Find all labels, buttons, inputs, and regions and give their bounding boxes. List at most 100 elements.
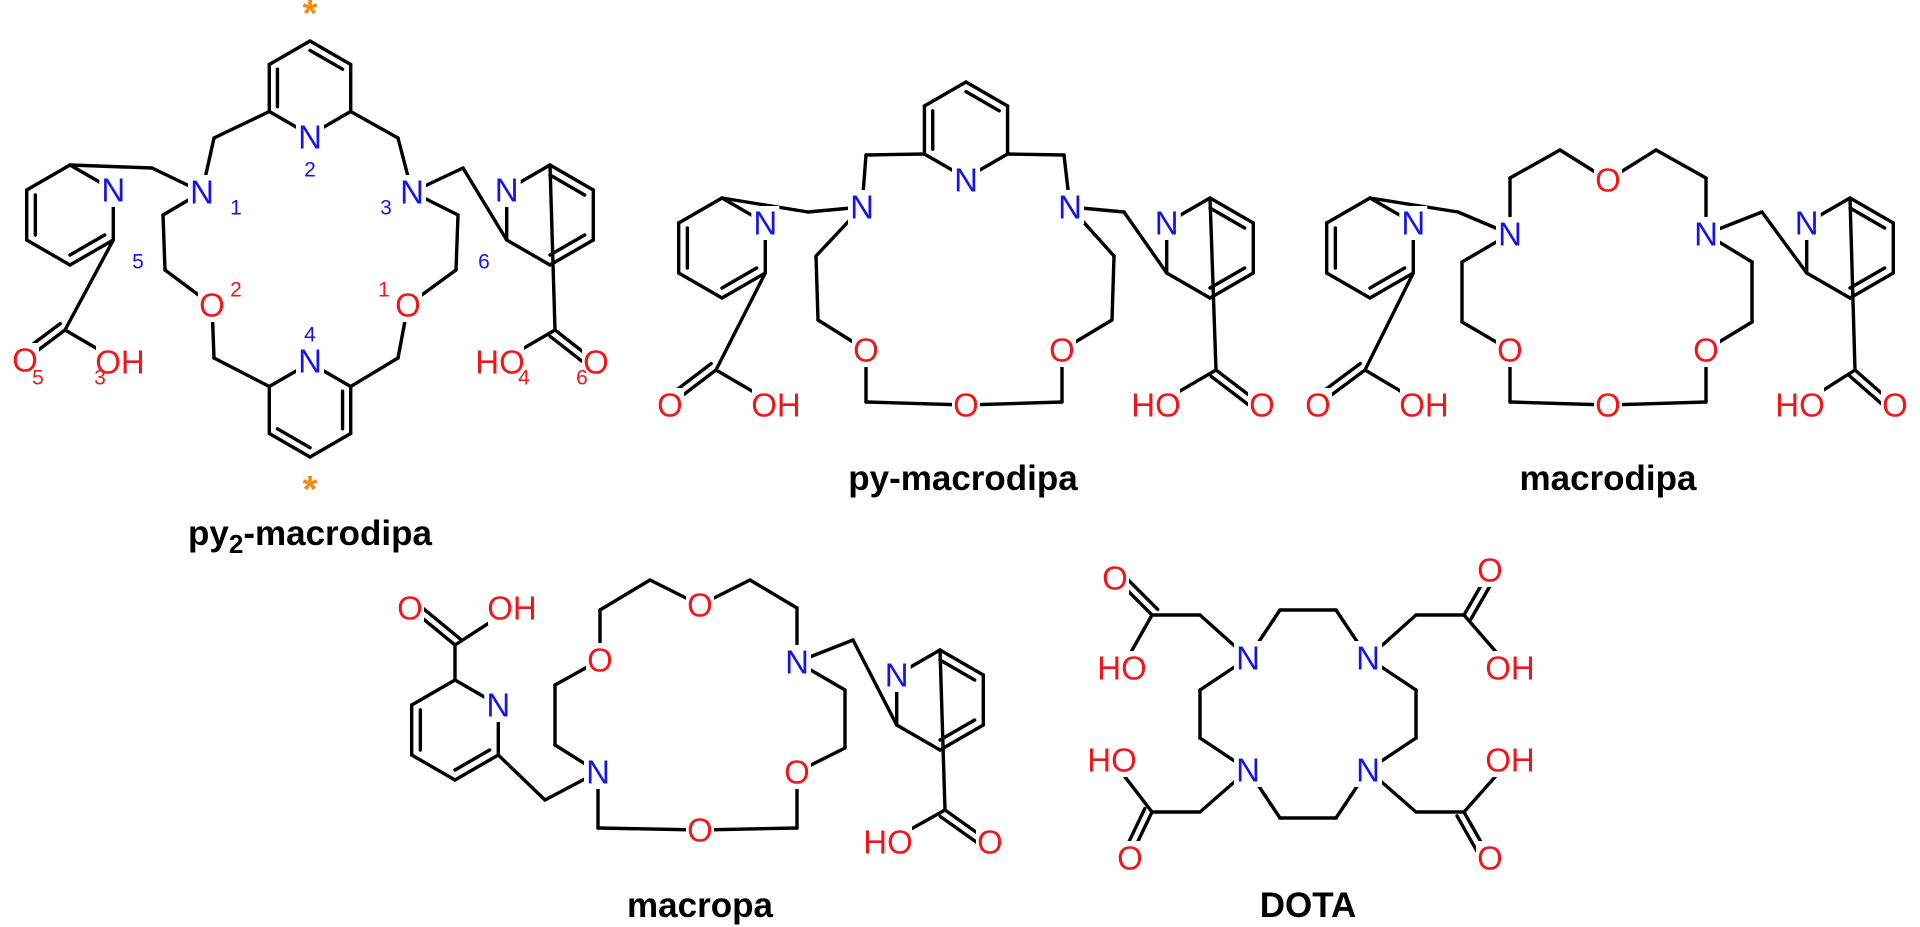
ether-oxygen: O bbox=[1595, 387, 1621, 424]
carbonyl-oxygen: O bbox=[657, 387, 683, 424]
aromatic-bond bbox=[68, 233, 107, 257]
atom-background bbox=[492, 173, 521, 207]
aromatic-bond bbox=[1848, 266, 1887, 290]
aromatic-bond bbox=[548, 233, 587, 257]
pyridine-nitrogen: N bbox=[1155, 205, 1179, 242]
ring-bond bbox=[1368, 271, 1416, 300]
ring-bond bbox=[720, 271, 768, 300]
carboxyl-bond bbox=[938, 648, 947, 812]
aromatic-bond bbox=[1368, 266, 1407, 290]
atom-background bbox=[1234, 641, 1262, 675]
carbonyl-oxygen: O bbox=[1477, 840, 1503, 877]
atom-background bbox=[1056, 190, 1084, 224]
atom-background bbox=[484, 688, 513, 722]
ring-bond bbox=[894, 723, 942, 752]
ring-bond bbox=[1804, 271, 1852, 300]
atom-background bbox=[1399, 206, 1428, 240]
ether-oxygen: O bbox=[1693, 332, 1719, 369]
atom-background bbox=[1496, 217, 1524, 251]
pyridine-nitrogen: N bbox=[101, 172, 125, 209]
ether-oxygen: O bbox=[784, 754, 810, 791]
atom-background bbox=[1881, 388, 1909, 422]
carbonyl-oxygen: O bbox=[1117, 840, 1143, 877]
aromatic-bond bbox=[275, 427, 312, 450]
ring-bond bbox=[267, 39, 312, 67]
amine-nitrogen: N bbox=[1356, 640, 1380, 677]
atom-background bbox=[1692, 217, 1720, 251]
atom-background bbox=[1152, 206, 1181, 240]
caption-group: py2-macrodipa py-macrodipa macrodipa mac… bbox=[188, 459, 1697, 925]
bond bbox=[1005, 152, 1066, 157]
pyridine-nitrogen: N bbox=[298, 343, 322, 380]
carboxyl-bond bbox=[1363, 271, 1416, 372]
pyridine-nitrogen: N bbox=[753, 205, 777, 242]
atom-background bbox=[1304, 388, 1332, 422]
bond bbox=[454, 213, 460, 272]
atom-background bbox=[1354, 641, 1382, 675]
carboxyl-bond bbox=[714, 271, 768, 372]
ring-bond bbox=[24, 238, 72, 267]
carbonyl-oxygen: O bbox=[12, 342, 38, 379]
ring-bond bbox=[267, 431, 312, 459]
ring-bond bbox=[68, 238, 116, 267]
aromatic-bond bbox=[1208, 206, 1247, 230]
bond bbox=[814, 254, 820, 322]
atom-background bbox=[99, 173, 128, 207]
position-label: 4 bbox=[518, 367, 530, 390]
atom-background bbox=[296, 120, 324, 154]
ether-oxygen: O bbox=[587, 642, 613, 679]
atom-background bbox=[398, 175, 426, 209]
atom-background bbox=[952, 163, 980, 197]
carbonyl-oxygen: O bbox=[1477, 552, 1503, 589]
position-label: 5 bbox=[32, 367, 44, 390]
atom-background bbox=[396, 591, 424, 625]
bond bbox=[1508, 148, 1562, 180]
ring-bond bbox=[308, 431, 353, 459]
ring-bond bbox=[1164, 271, 1212, 300]
atom-background bbox=[1476, 841, 1504, 875]
atom-background bbox=[296, 344, 324, 378]
ring-bond bbox=[1324, 271, 1372, 300]
position-label: 6 bbox=[576, 367, 588, 390]
hydroxyl-oxygen: HO bbox=[863, 824, 913, 861]
pyridine-nitrogen: N bbox=[1401, 205, 1425, 242]
atom-background bbox=[1400, 388, 1448, 422]
ring-bond bbox=[1324, 196, 1372, 225]
hydroxyl-oxygen: OH bbox=[487, 590, 537, 627]
atom-background bbox=[882, 658, 911, 692]
ether-oxygen: O bbox=[687, 587, 713, 624]
atom-background bbox=[1776, 388, 1824, 422]
aromatic-bond bbox=[453, 748, 492, 772]
bond bbox=[596, 826, 702, 832]
hydroxyl-oxygen: OH bbox=[1485, 742, 1535, 779]
ring-bond bbox=[453, 753, 501, 782]
amine-nitrogen: N bbox=[1236, 752, 1260, 789]
hydroxyl-oxygen: HO bbox=[1775, 387, 1825, 424]
ring-bond bbox=[1848, 196, 1896, 225]
atom-background bbox=[1354, 753, 1382, 787]
atom-background bbox=[1048, 333, 1076, 367]
aromatic-bond bbox=[964, 89, 1001, 113]
bond bbox=[1508, 400, 1610, 407]
aromatic-bond bbox=[308, 48, 345, 71]
carboxyl-bond bbox=[63, 238, 116, 332]
atom-background bbox=[1594, 388, 1622, 422]
atom-background bbox=[952, 388, 980, 422]
carbonyl-oxygen: O bbox=[1102, 560, 1128, 597]
ether-oxygen: O bbox=[1049, 332, 1075, 369]
atom-background bbox=[188, 175, 216, 209]
atom-background bbox=[582, 345, 610, 379]
amine-nitrogen: N bbox=[1498, 216, 1522, 253]
bond bbox=[212, 356, 271, 389]
ring-bond bbox=[964, 80, 1010, 108]
atom-background bbox=[394, 288, 422, 322]
carbonyl-oxygen: O bbox=[1305, 387, 1331, 424]
bond bbox=[598, 578, 652, 612]
position-label: 3 bbox=[94, 367, 106, 390]
bond bbox=[1760, 210, 1809, 275]
bond bbox=[1110, 254, 1116, 322]
position-label: 2 bbox=[304, 159, 316, 182]
ring-bond bbox=[922, 80, 968, 108]
aromatic-bond bbox=[720, 266, 759, 290]
atom-background bbox=[864, 825, 912, 859]
